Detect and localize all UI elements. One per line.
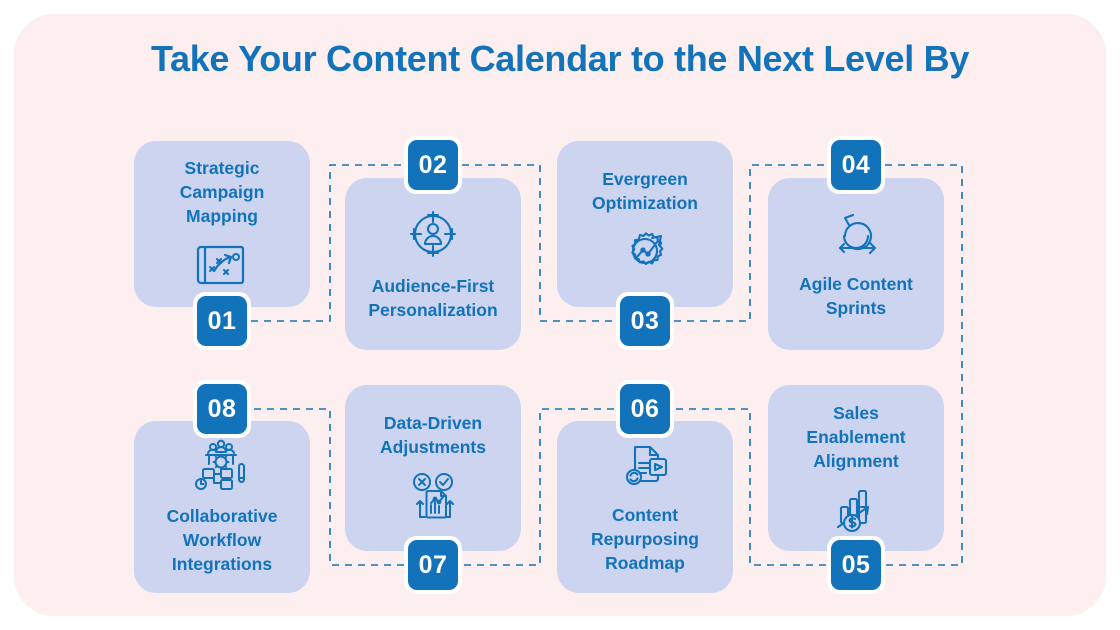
card-06[interactable]: Content Repurposing Roadmap [557,421,733,593]
data-adjustment-report-icon [404,471,462,525]
card-08[interactable]: Collaborative Workflow Integrations [134,421,310,593]
badge-04[interactable]: 04 [831,140,881,190]
badge-wrap-04: 04 [827,136,885,194]
badge-wrap-01: 01 [193,292,251,350]
badge-wrap-05: 05 [827,536,885,594]
card-02-label: Audience-First Personalization [368,275,498,320]
card-08-label: Collaborative Workflow Integrations [166,505,278,575]
card-05[interactable]: Sales Enablement Alignment [768,385,944,551]
strategy-blueprint-icon [192,240,252,292]
gear-growth-arrow-icon [616,227,674,281]
card-04[interactable]: Agile Content Sprints [768,178,944,350]
badge-wrap-06: 06 [616,380,674,438]
document-video-repurpose-icon [617,439,673,491]
badge-05[interactable]: 05 [831,540,881,590]
badge-06[interactable]: 06 [620,384,670,434]
collaborative-workflow-icon [191,438,253,492]
badge-wrap-02: 02 [404,136,462,194]
card-01-label: Strategic Campaign Mapping [179,157,265,227]
card-05-label: Sales Enablement Alignment [806,402,906,472]
card-01[interactable]: Strategic Campaign Mapping [134,141,310,307]
badge-wrap-08: 08 [193,380,251,438]
card-02[interactable]: Audience-First Personalization [345,178,521,350]
badge-wrap-03: 03 [616,292,674,350]
badge-07[interactable]: 07 [408,540,458,590]
card-03-label: Evergreen Optimization [592,168,698,213]
card-04-label: Agile Content Sprints [799,273,913,318]
badge-wrap-07: 07 [404,536,462,594]
badge-08[interactable]: 08 [197,384,247,434]
sales-growth-dollar-icon [827,485,885,535]
card-06-label: Content Repurposing Roadmap [591,504,699,574]
audience-target-icon [405,206,461,262]
badge-03[interactable]: 03 [620,296,670,346]
card-03[interactable]: Evergreen Optimization [557,141,733,307]
badge-01[interactable]: 01 [197,296,247,346]
card-07[interactable]: Data-Driven Adjustments [345,385,521,551]
card-07-label: Data-Driven Adjustments [380,412,486,457]
agile-cycle-icon [827,208,885,260]
badge-02[interactable]: 02 [408,140,458,190]
page-title: Take Your Content Calendar to the Next L… [150,38,970,79]
